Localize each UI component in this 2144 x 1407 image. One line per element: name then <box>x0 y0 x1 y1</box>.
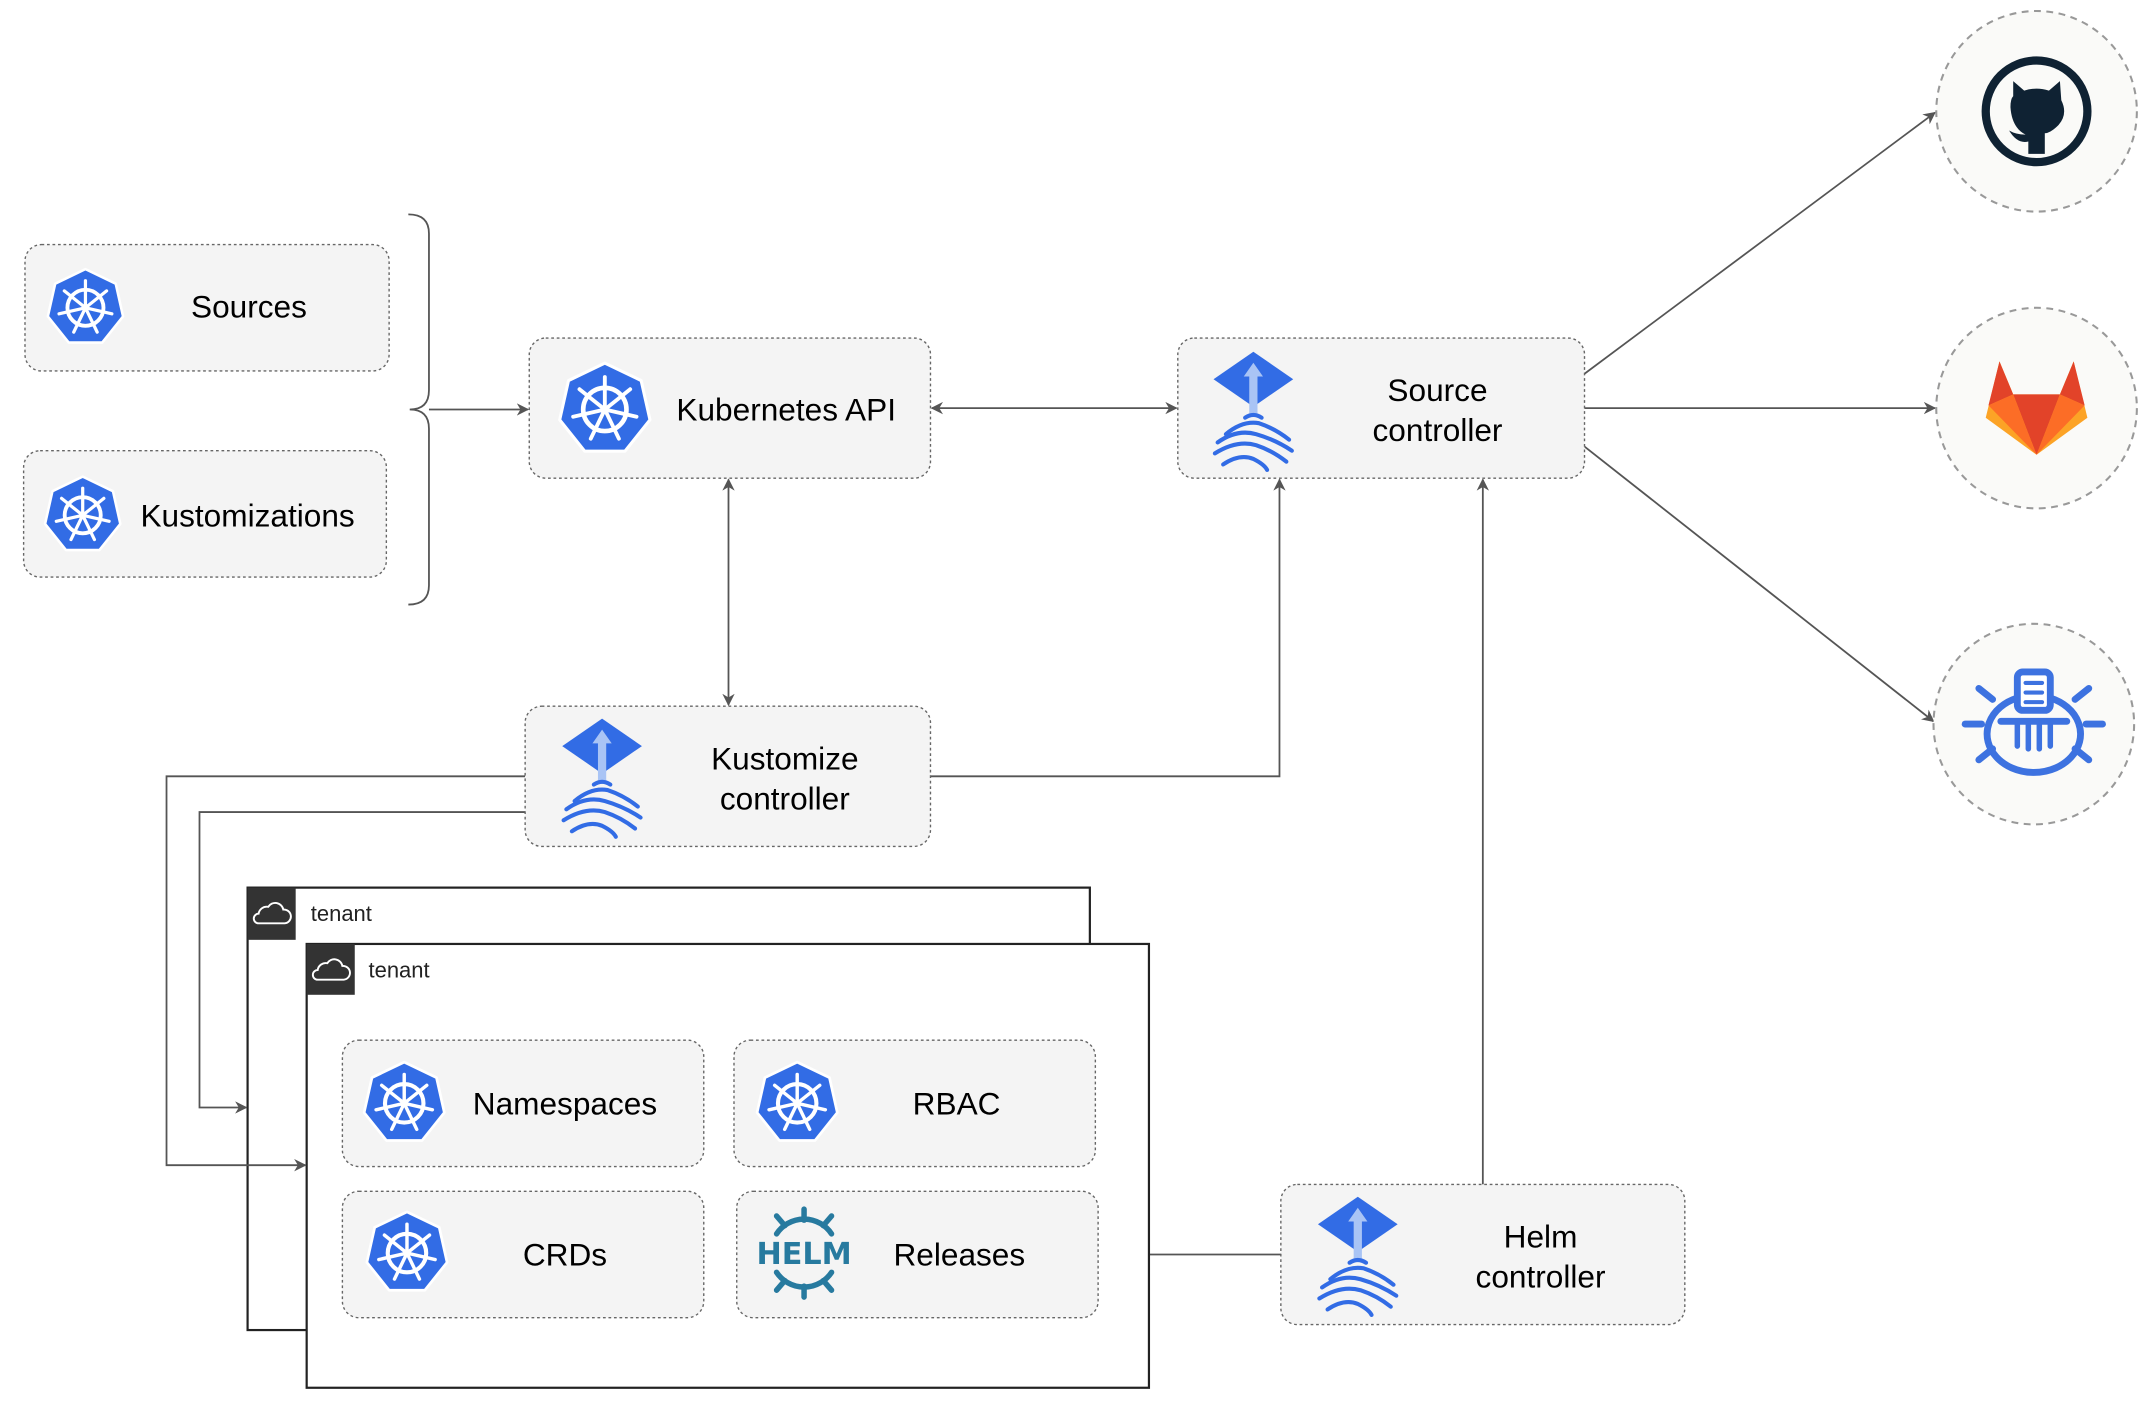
source-controller-label-line1: Source <box>1387 372 1487 408</box>
kustomize-controller-node[interactable]: Kustomize controller <box>524 705 932 848</box>
helm-controller-label-line2: controller <box>1476 1258 1606 1294</box>
source-to-bucket-arrow <box>1583 445 1935 723</box>
kubernetes-api-node[interactable]: Kubernetes API <box>528 337 932 479</box>
rbac-node[interactable]: RBAC <box>733 1039 1097 1168</box>
kustomizations-node[interactable]: Kustomizations <box>22 449 388 578</box>
source-controller-node[interactable]: Source controller <box>1177 337 1586 479</box>
sources-label: Sources <box>191 288 307 324</box>
releases-node[interactable]: HELM Releases <box>736 1190 1099 1319</box>
inputs-bracket <box>408 213 430 606</box>
namespaces-node[interactable]: Namespaces <box>341 1039 705 1168</box>
crds-node[interactable]: CRDs <box>341 1190 705 1319</box>
kustomize-to-source-controller-arrow <box>930 478 1286 778</box>
kubernetes-api-label: Kubernetes API <box>676 391 896 427</box>
crds-label: CRDs <box>523 1236 607 1272</box>
gitlab-repository[interactable] <box>1935 306 2138 510</box>
kustomize-controller-label-line2: controller <box>720 780 850 816</box>
source-controller-label-line2: controller <box>1373 412 1503 448</box>
kustomize-to-tenant-front-arrow <box>165 775 526 1172</box>
tenant-header <box>306 943 355 995</box>
kustomize-controller-label-line1: Kustomize <box>711 740 858 776</box>
github-repository[interactable] <box>1935 9 2138 213</box>
rbac-label: RBAC <box>913 1085 1001 1121</box>
releases-label: Releases <box>893 1236 1025 1272</box>
helm-controller-node[interactable]: Helm controller <box>1280 1183 1686 1326</box>
bucket-repository[interactable] <box>1932 622 2136 826</box>
tenant-header <box>247 887 296 940</box>
bucket-icon <box>1961 668 2106 776</box>
tenant-label: tenant <box>311 901 372 926</box>
sources-node[interactable]: Sources <box>24 243 390 372</box>
gitlab-icon <box>1985 361 2088 455</box>
helm-logo-text: HELM <box>756 1237 851 1272</box>
tenant-label: tenant <box>369 958 430 983</box>
namespaces-label: Namespaces <box>473 1085 657 1121</box>
source-to-github-arrow <box>1583 111 1936 375</box>
kustomize-to-tenant-back-arrow <box>198 811 526 1114</box>
helm-icon: HELM <box>756 1206 852 1300</box>
github-icon <box>1981 56 2092 167</box>
kustomizations-label: Kustomizations <box>140 497 354 533</box>
helm-controller-label-line1: Helm <box>1504 1219 1578 1255</box>
